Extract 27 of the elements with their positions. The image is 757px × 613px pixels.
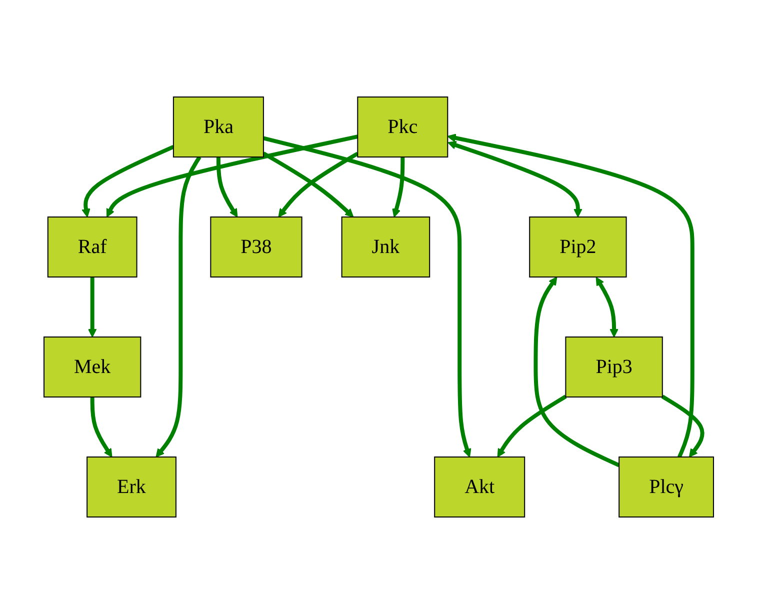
arrow xyxy=(596,276,618,337)
node-box: Akt xyxy=(434,456,525,517)
node-box: Jnk xyxy=(341,216,430,277)
node-box: Mek xyxy=(43,336,141,397)
arrow xyxy=(262,136,471,457)
arrow xyxy=(90,396,112,457)
node-box: P38 xyxy=(210,216,302,277)
node-box: Plcγ xyxy=(618,456,714,517)
node-box: Pip2 xyxy=(528,216,627,277)
node-box: Erk xyxy=(86,456,176,517)
arrow xyxy=(155,155,201,457)
node-box: Pka xyxy=(172,96,264,157)
node-box: Pip3 xyxy=(564,336,663,397)
arrow xyxy=(278,151,358,217)
node-box: Raf xyxy=(47,216,138,277)
arrow xyxy=(661,394,704,457)
arrow xyxy=(392,156,404,217)
arrow xyxy=(262,151,354,217)
arrow xyxy=(81,144,174,217)
arrow xyxy=(216,156,238,217)
arrow xyxy=(106,134,358,217)
node-box: Pkc xyxy=(356,96,448,157)
arrow xyxy=(533,276,620,467)
arrow xyxy=(497,394,566,457)
arrow xyxy=(88,276,96,337)
arrow xyxy=(447,140,582,217)
arrow xyxy=(447,133,694,458)
